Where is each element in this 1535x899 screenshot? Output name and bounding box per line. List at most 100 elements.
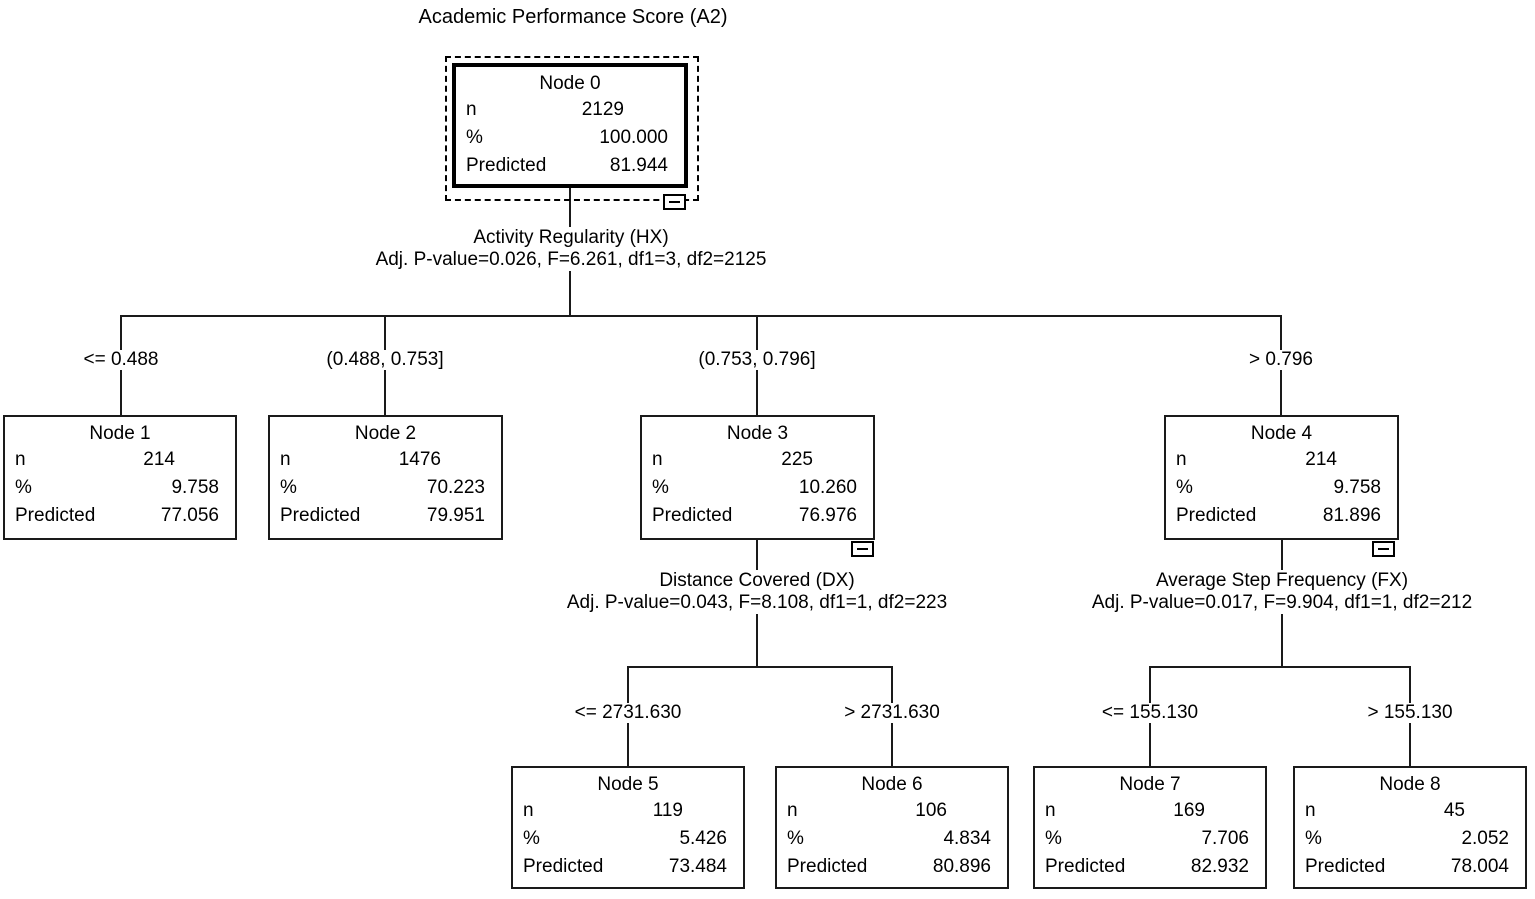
stat-value-n: 45: [1443, 800, 1465, 821]
stat-value-n: 225: [781, 449, 813, 470]
stat-label-n: n: [15, 449, 26, 470]
minus-icon: [857, 548, 868, 550]
branch-label: (0.753, 0.796]: [693, 350, 821, 370]
node-title: Node 0: [539, 73, 601, 94]
node-title: Node 2: [354, 423, 417, 444]
node-title: Node 7: [1119, 774, 1181, 795]
branch-label: <= 2731.630: [569, 703, 687, 723]
stat-label-pct: %: [787, 828, 804, 849]
stat-value-pct: 10.260: [798, 477, 857, 498]
stat-value-predicted: 79.951: [426, 505, 485, 526]
stat-label-predicted: Predicted: [1176, 505, 1257, 526]
split-stats: Adj. P-value=0.043, F=8.108, df1=1, df2=…: [566, 592, 948, 613]
stat-label-predicted: Predicted: [523, 856, 604, 877]
node-title: Node 5: [597, 774, 659, 795]
stat-label-pct: %: [652, 477, 669, 498]
node-title: Node 1: [89, 423, 151, 444]
node-5-box[interactable]: Node 5 n 119 % 5.426 Predicted 73.484: [511, 766, 745, 889]
split-label-node-4: Average Step Frequency (FX) Adj. P-value…: [1087, 570, 1477, 614]
stat-value-n: 169: [1173, 800, 1205, 821]
connector-line: [627, 666, 893, 668]
stat-label-pct: %: [466, 127, 483, 148]
node-title: Node 6: [861, 774, 923, 795]
stat-value-n: 1476: [398, 449, 441, 470]
node-2-box[interactable]: Node 2 n 1476 % 70.223 Predicted 79.951: [268, 415, 503, 540]
stat-value-predicted: 78.004: [1450, 856, 1509, 877]
stat-value-predicted: 77.056: [160, 505, 219, 526]
split-variable: Distance Covered (DX): [659, 570, 855, 591]
stat-label-pct: %: [1176, 477, 1193, 498]
split-variable: Average Step Frequency (FX): [1155, 570, 1409, 591]
branch-label: (0.488, 0.753]: [321, 350, 449, 370]
split-stats: Adj. P-value=0.017, F=9.904, df1=1, df2=…: [1091, 592, 1473, 613]
stat-label-predicted: Predicted: [1305, 856, 1386, 877]
stat-value-pct: 2.052: [1461, 828, 1509, 849]
stat-label-predicted: Predicted: [1045, 856, 1126, 877]
stat-label-n: n: [1305, 800, 1316, 821]
stat-value-pct: 100.000: [599, 127, 668, 148]
collapse-toggle-node-3[interactable]: [851, 541, 874, 557]
node-title: Node 3: [726, 423, 789, 444]
stat-value-n: 119: [652, 800, 683, 821]
collapse-toggle-node-0[interactable]: [663, 194, 686, 210]
stat-value-n: 214: [1305, 449, 1337, 470]
stat-value-pct: 9.758: [1333, 477, 1381, 498]
stat-value-predicted: 81.896: [1322, 505, 1381, 526]
selection-outline: [445, 56, 699, 201]
node-3-box[interactable]: Node 3 n 225 % 10.260 Predicted 76.976: [640, 415, 875, 540]
stat-value-pct: 70.223: [426, 477, 485, 498]
stat-label-n: n: [523, 800, 534, 821]
stat-label-pct: %: [15, 477, 32, 498]
node-title: Node 4: [1250, 423, 1313, 444]
stat-label-pct: %: [1045, 828, 1062, 849]
split-stats: Adj. P-value=0.026, F=6.261, df1=3, df2=…: [375, 249, 767, 270]
collapse-toggle-node-4[interactable]: [1372, 541, 1395, 557]
split-label-root: Activity Regularity (HX) Adj. P-value=0.…: [371, 227, 771, 271]
connector-line: [1149, 666, 1411, 668]
stat-value-pct: 9.758: [171, 477, 219, 498]
stat-label-n: n: [1045, 800, 1056, 821]
stat-label-n: n: [787, 800, 798, 821]
node-1-box[interactable]: Node 1 n 214 % 9.758 Predicted 77.056: [3, 415, 237, 540]
branch-label: > 0.796: [1244, 350, 1318, 370]
node-0-box[interactable]: Node 0 n 2129 % 100.000 Predicted 81.944: [452, 63, 688, 188]
minus-icon: [669, 201, 680, 203]
branch-label: <= 0.488: [78, 350, 164, 370]
stat-label-pct: %: [1305, 828, 1322, 849]
stat-label-predicted: Predicted: [787, 856, 868, 877]
stat-label-predicted: Predicted: [15, 505, 96, 526]
node-7-box[interactable]: Node 7 n 169 % 7.706 Predicted 82.932: [1033, 766, 1267, 889]
node-4-box[interactable]: Node 4 n 214 % 9.758 Predicted 81.896: [1164, 415, 1399, 540]
branch-label: > 2731.630: [839, 703, 945, 723]
stat-label-pct: %: [523, 828, 540, 849]
tree-title: Academic Performance Score (A2): [418, 6, 728, 28]
branch-label: <= 155.130: [1096, 703, 1204, 723]
stat-label-n: n: [466, 99, 477, 120]
branch-label: > 155.130: [1362, 703, 1458, 723]
stat-label-predicted: Predicted: [466, 155, 547, 176]
node-8-box[interactable]: Node 8 n 45 % 2.052 Predicted 78.004: [1293, 766, 1527, 889]
split-variable: Activity Regularity (HX): [473, 227, 669, 248]
split-label-node-3: Distance Covered (DX) Adj. P-value=0.043…: [562, 570, 952, 614]
stat-value-predicted: 82.932: [1190, 856, 1249, 877]
stat-label-predicted: Predicted: [652, 505, 733, 526]
stat-label-n: n: [1176, 449, 1187, 470]
stat-label-pct: %: [280, 477, 297, 498]
stat-label-predicted: Predicted: [280, 505, 361, 526]
stat-value-n: 214: [143, 449, 175, 470]
stat-label-n: n: [280, 449, 291, 470]
minus-icon: [1378, 548, 1389, 550]
stat-value-n: 106: [915, 800, 947, 821]
stat-value-pct: 7.706: [1201, 828, 1249, 849]
stat-value-n: 2129: [581, 99, 624, 120]
node-6-box[interactable]: Node 6 n 106 % 4.834 Predicted 80.896: [775, 766, 1009, 889]
stat-value-predicted: 80.896: [932, 856, 991, 877]
stat-value-predicted: 73.484: [668, 856, 727, 877]
connector-line: [120, 315, 1282, 317]
stat-value-predicted: 76.976: [798, 505, 857, 526]
stat-label-n: n: [652, 449, 663, 470]
stat-value-pct: 5.426: [679, 828, 727, 849]
stat-value-pct: 4.834: [943, 828, 991, 849]
node-title: Node 8: [1379, 774, 1441, 795]
